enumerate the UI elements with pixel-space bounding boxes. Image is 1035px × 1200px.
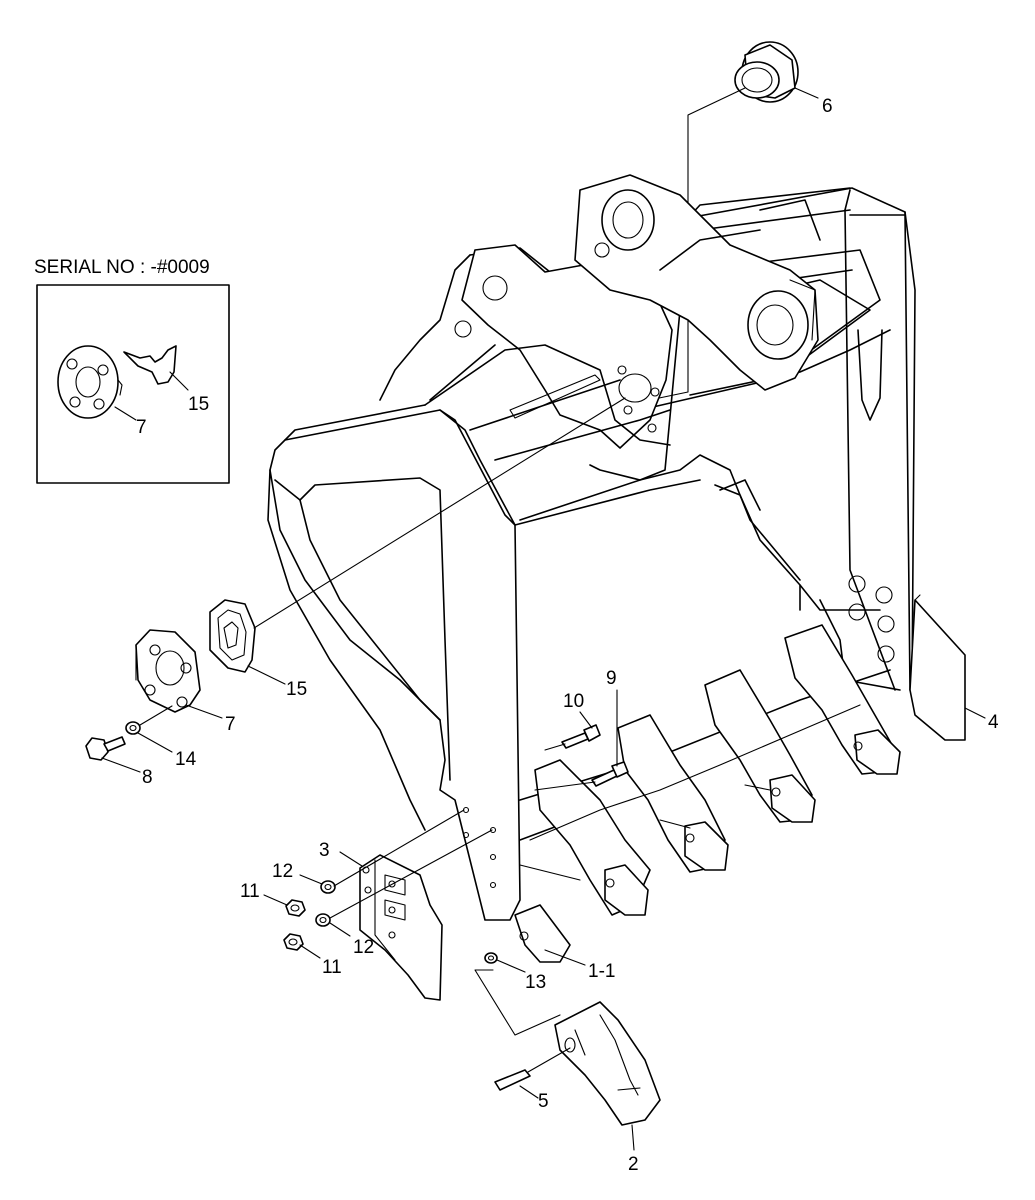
nut-11-upper xyxy=(285,899,306,917)
leader-3 xyxy=(339,851,363,867)
leader-shim-to-body xyxy=(253,397,626,629)
leader-washer-14 xyxy=(139,705,173,726)
leader-tooth-group xyxy=(474,969,561,1036)
teeth-row xyxy=(514,624,901,963)
callout-1-1: 1-1 xyxy=(588,961,615,982)
callout-11-lower: 11 xyxy=(322,957,342,978)
bucket-body xyxy=(267,174,916,921)
leader-4 xyxy=(964,707,986,719)
leader-13 xyxy=(496,959,526,973)
callout-10: 10 xyxy=(563,691,584,712)
bolt-10 xyxy=(561,724,601,749)
leader-bolt-line-upper xyxy=(333,809,465,887)
bolt-8 xyxy=(85,736,126,761)
inset-label-15: 15 xyxy=(188,394,209,415)
callout-15: 15 xyxy=(286,679,307,700)
callout-13: 13 xyxy=(525,972,546,993)
leader-bolt-line-lower xyxy=(329,829,493,919)
side-cutter-left xyxy=(359,854,443,1001)
leader-6 xyxy=(794,87,819,99)
leader-bolt-9-line xyxy=(534,781,596,791)
callout-12-upper: 12 xyxy=(272,861,293,882)
callout-9: 9 xyxy=(606,668,617,689)
washer-12-upper xyxy=(320,880,336,894)
callout-5: 5 xyxy=(538,1091,549,1112)
leader-7 xyxy=(185,704,223,719)
boss-7 xyxy=(135,629,201,713)
leader-14 xyxy=(137,732,173,753)
bolt-9 xyxy=(591,761,629,787)
serial-inset-box xyxy=(36,284,230,484)
washer-14 xyxy=(125,721,141,735)
callout-3: 3 xyxy=(319,840,330,861)
leader-pin-hole xyxy=(527,1047,571,1073)
leader-12-upper xyxy=(299,874,323,885)
leader-10 xyxy=(579,711,593,729)
leader-inset-15 xyxy=(169,371,189,391)
leader-inset-7 xyxy=(114,406,137,421)
callout-2: 2 xyxy=(628,1154,639,1175)
serial-caption: SERIAL NO : -#0009 xyxy=(34,257,210,278)
inset-label-7: 7 xyxy=(136,417,147,438)
leader-11-lower xyxy=(299,944,321,959)
nut-11-lower xyxy=(283,933,304,951)
inset-boss-part xyxy=(57,345,123,419)
callout-14: 14 xyxy=(175,749,197,770)
callout-6: 6 xyxy=(822,96,833,117)
washer-12-lower xyxy=(315,913,331,927)
callout-4: 4 xyxy=(988,712,999,733)
leader-12-lower xyxy=(329,922,351,937)
leader-8 xyxy=(101,757,141,773)
callout-7: 7 xyxy=(225,714,236,735)
shim-15 xyxy=(209,599,256,673)
leader-15 xyxy=(247,665,286,685)
callout-11-upper: 11 xyxy=(240,881,260,902)
inset-shim-part xyxy=(123,345,177,385)
side-cutter-right xyxy=(909,594,966,741)
leader-5 xyxy=(519,1085,539,1099)
leader-2 xyxy=(631,1124,635,1151)
detached-tooth xyxy=(554,1001,661,1126)
callout-12-lower: 12 xyxy=(353,937,374,958)
washer-13 xyxy=(484,952,498,964)
callout-8: 8 xyxy=(142,767,153,788)
tooth-pin xyxy=(494,1069,531,1091)
leader-11-upper xyxy=(263,894,288,906)
bushing-part xyxy=(734,41,799,103)
leader-1-1 xyxy=(544,949,586,966)
leader-bolt-10-line xyxy=(544,743,566,751)
